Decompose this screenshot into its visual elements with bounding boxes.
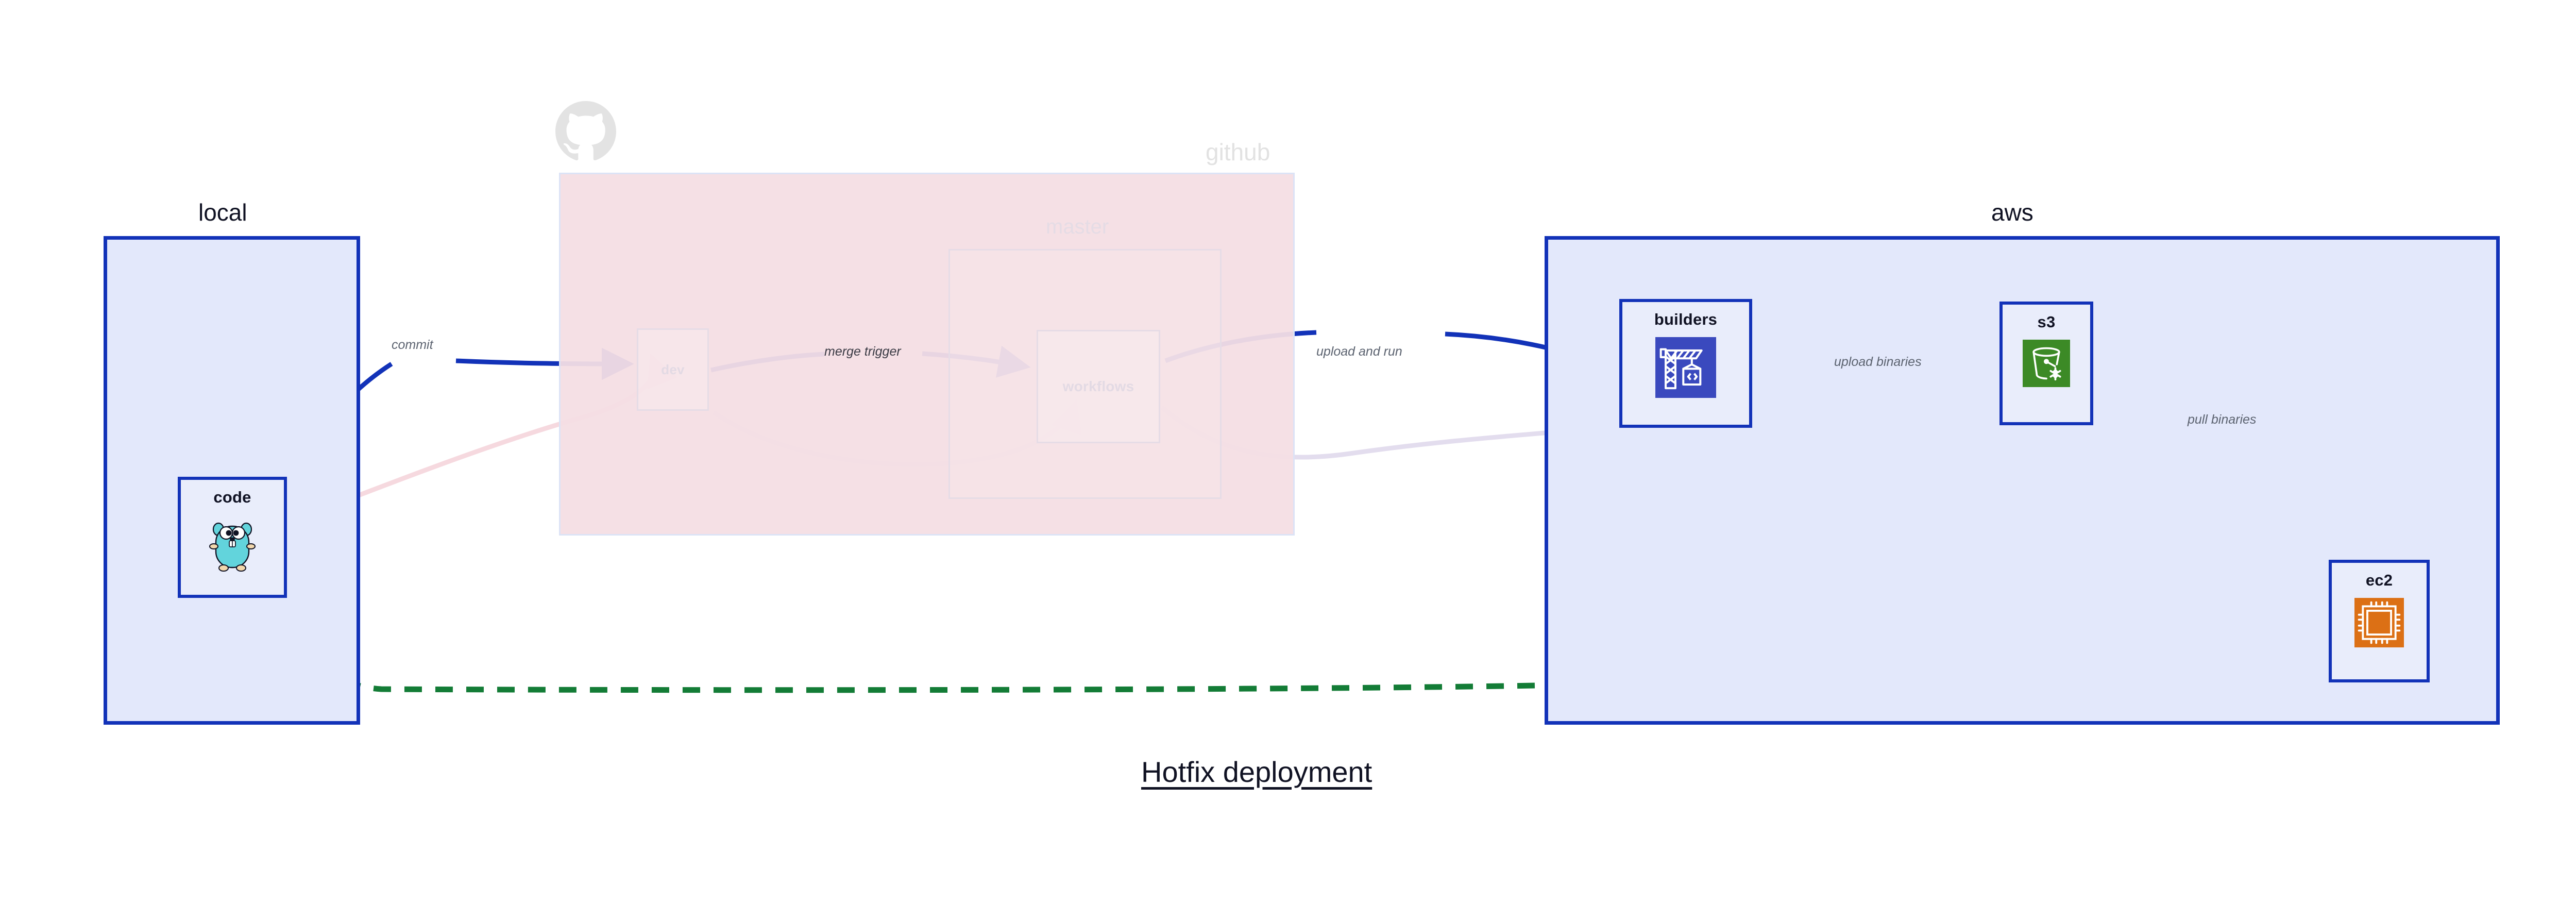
node-builders[interactable]: builders (1619, 299, 1752, 428)
edge-label-upload-binaries: upload binaries (1832, 355, 1924, 370)
s3-bucket-icon (2023, 340, 2070, 390)
subgroup-master (948, 249, 1222, 499)
diagram-caption: Hotfix deployment (1141, 756, 1372, 788)
edge-label-pull-binaries: pull binaries (2185, 412, 2259, 427)
edge-label-merge-trigger: merge trigger (824, 344, 901, 359)
node-s3[interactable]: s3 (1999, 302, 2093, 425)
node-dev-label: dev (661, 361, 685, 377)
node-workflows[interactable]: workflows (1037, 330, 1160, 443)
node-ec2-label: ec2 (2365, 571, 2393, 589)
node-ec2[interactable]: ec2 (2329, 560, 2430, 682)
group-aws-title: aws (1991, 199, 2033, 226)
node-s3-label: s3 (2037, 313, 2056, 331)
edge-label-commit: commit (389, 338, 435, 353)
github-mark-icon (555, 101, 616, 162)
group-local-title: local (198, 199, 247, 226)
group-github (559, 173, 1295, 536)
node-builders-label: builders (1654, 310, 1718, 328)
crane-code-icon (1655, 337, 1716, 400)
edge-label-upload-and-run: upload and run (1314, 344, 1404, 359)
subgroup-master-title: master (1046, 215, 1109, 238)
cpu-chip-icon (2354, 598, 2404, 650)
group-github-title: github (1206, 139, 1270, 165)
node-code-label: code (213, 488, 251, 506)
go-gopher-icon (207, 515, 258, 575)
node-code[interactable]: code (178, 477, 287, 598)
node-workflows-label: workflows (1062, 378, 1134, 394)
node-dev[interactable]: dev (637, 328, 709, 411)
